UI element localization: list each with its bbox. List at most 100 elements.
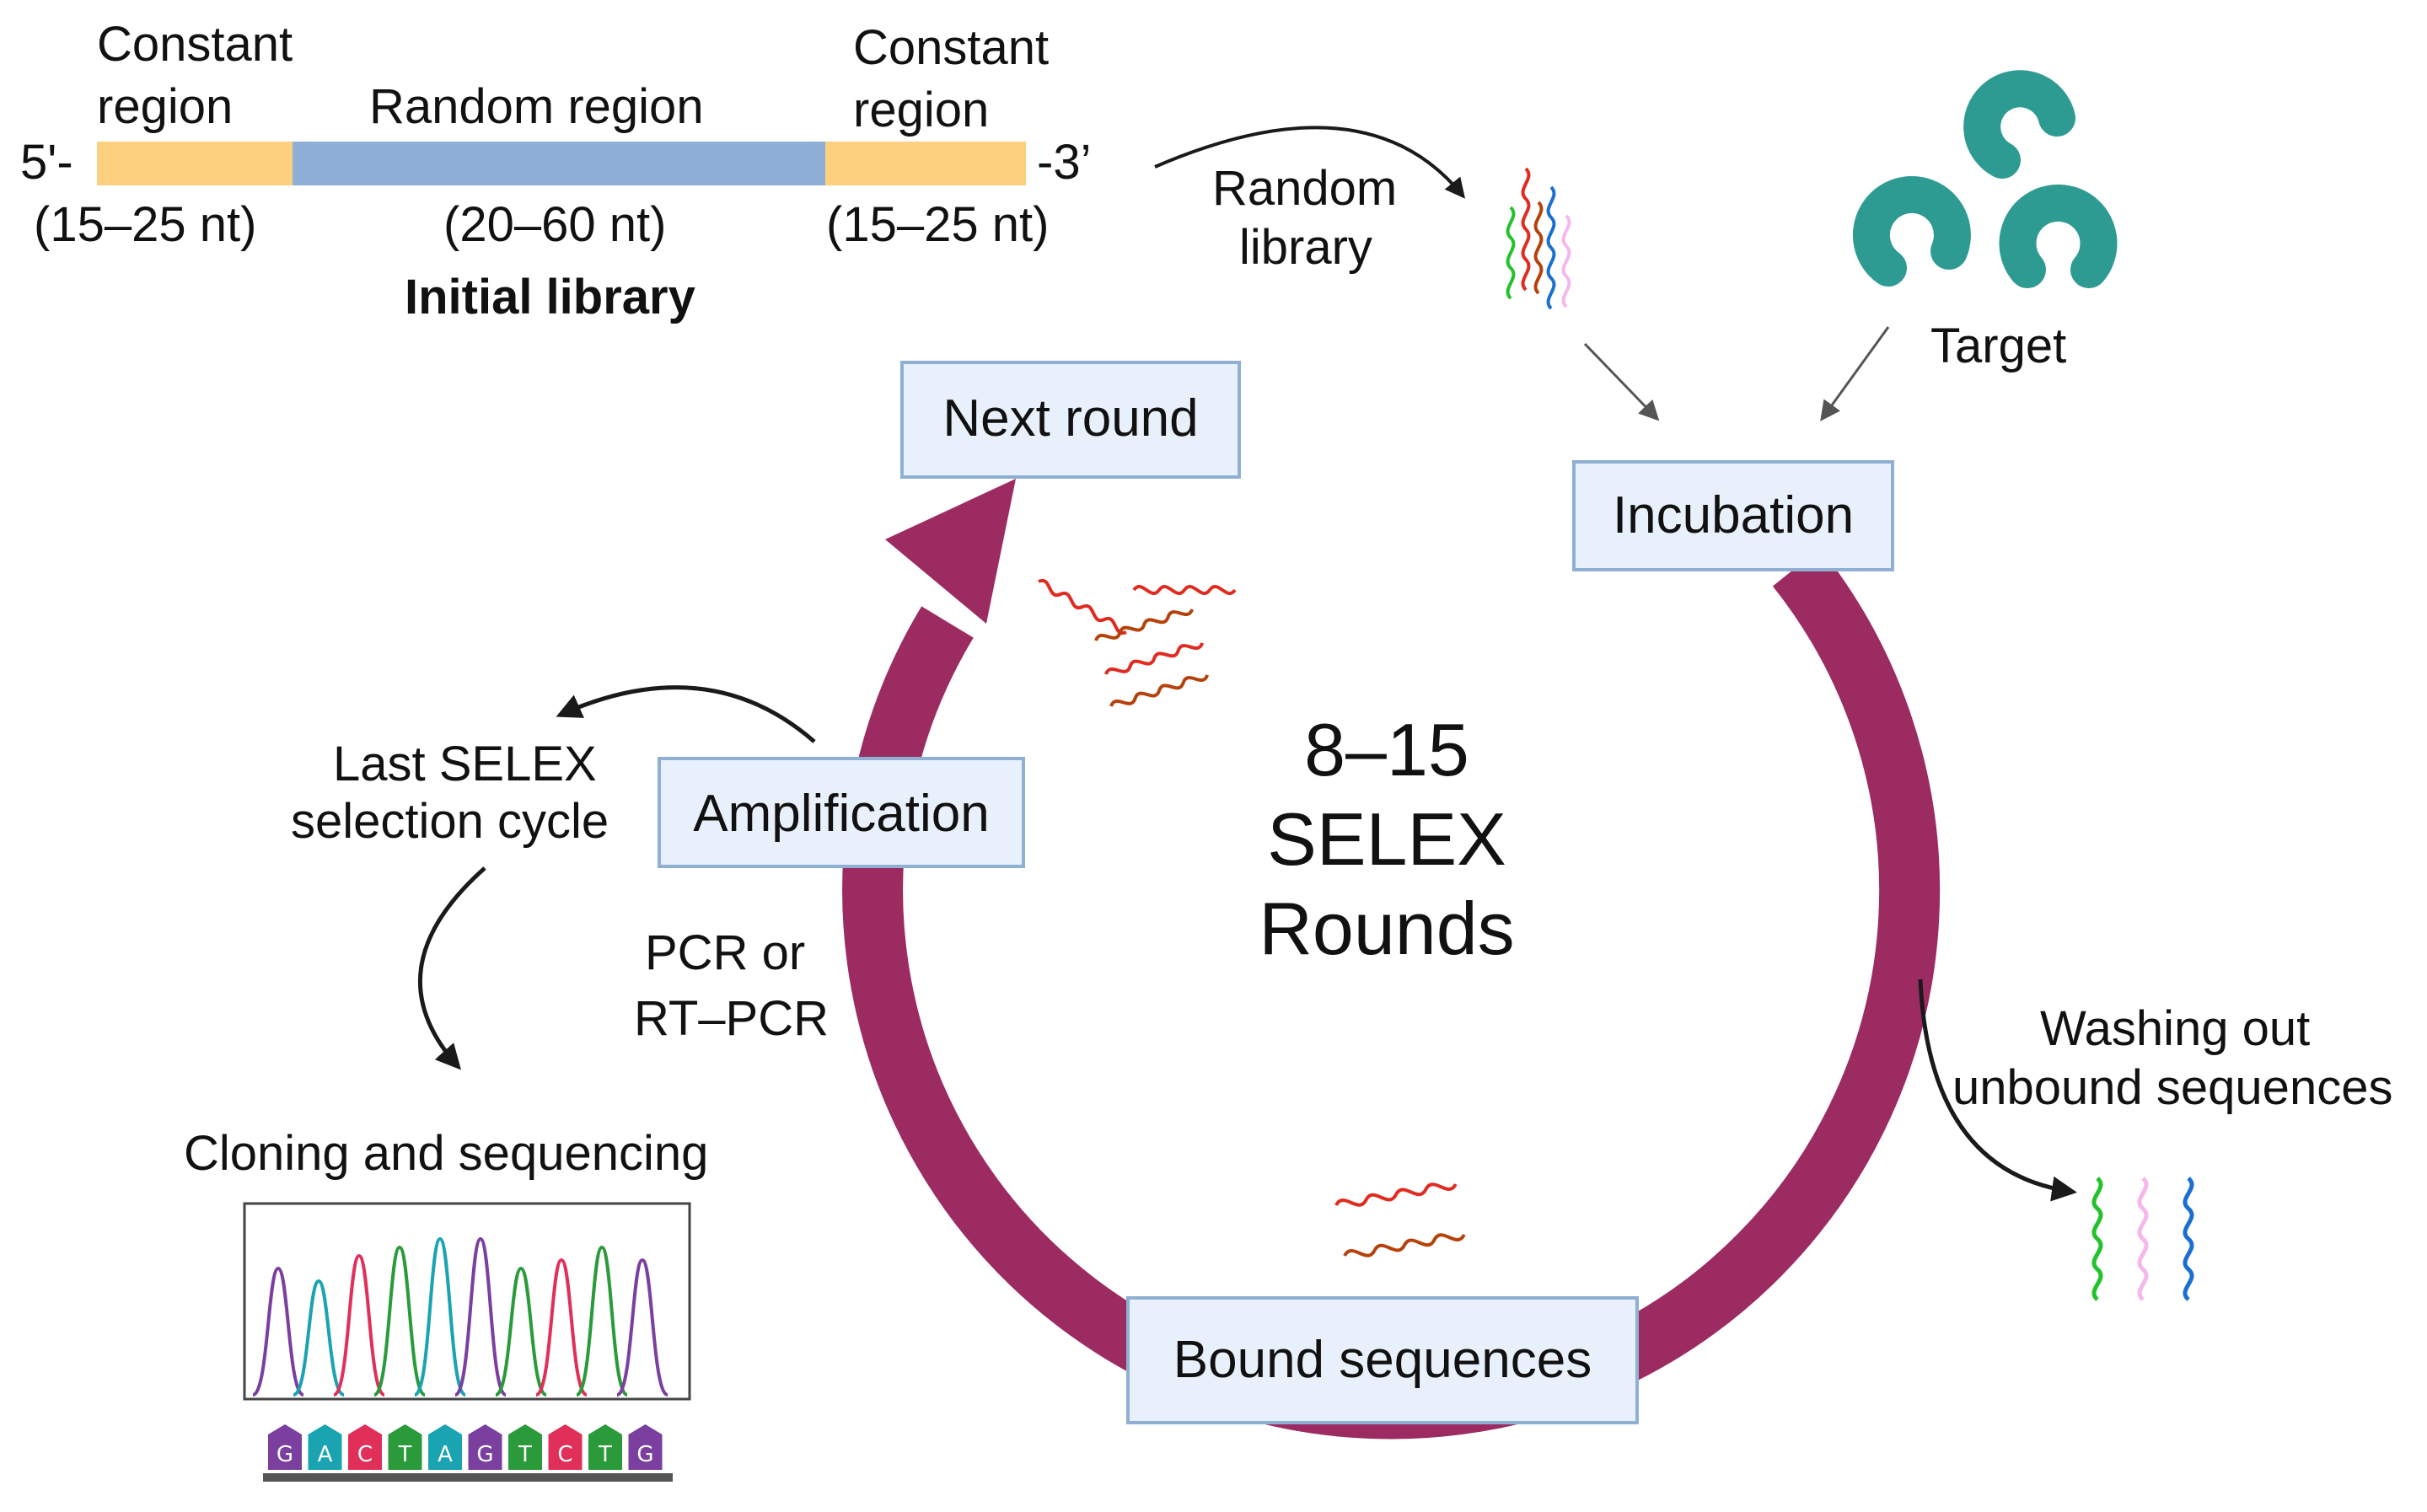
amplified-strand-4 [1104, 642, 1205, 675]
chromatogram-peak-a [293, 1279, 345, 1397]
strand-brown [1533, 201, 1544, 295]
last-cycle-to-cloning-arrow [417, 866, 486, 1070]
bound-strand-red [1334, 1182, 1458, 1207]
bound-sequences-box[interactable]: Bound sequences [1126, 1296, 1639, 1424]
amplified-strand-1 [1038, 578, 1127, 635]
base-tag-c [348, 1424, 382, 1470]
bound-sequences-box-frame [1126, 1296, 1639, 1424]
random-library-label-1: Random [1212, 161, 1397, 216]
amplification-box-frame [658, 757, 1025, 868]
amplified-strands [1038, 578, 1237, 707]
base-letter: A [438, 1442, 453, 1467]
next-round-box-frame [900, 361, 1241, 479]
initial-library: 5'- -3’ Constant region (15–25 nt) Rando… [20, 17, 1091, 324]
base-letter: C [557, 1442, 572, 1467]
target-to-incubation-arrow [1820, 326, 1890, 421]
chromatogram-peak-g [454, 1236, 507, 1397]
chromatogram-peak-c [332, 1253, 386, 1397]
strands-to-incubation-arrow [1583, 342, 1660, 421]
chromatogram-peaks [252, 1236, 669, 1397]
amplified-strand-3 [1094, 609, 1195, 641]
washing-label-1: Washing out [2040, 1001, 2310, 1056]
bound-sequences-label: Bound sequences [1173, 1331, 1592, 1389]
chromatogram-peak-g [252, 1266, 304, 1397]
random-library-strands [1506, 167, 1571, 310]
library-to-random-arrow [1154, 126, 1466, 199]
chromatogram-peak-t [575, 1245, 629, 1397]
target-label: Target [1930, 319, 2066, 373]
sequence-baseline [263, 1473, 673, 1482]
random-region-length: (20–60 nt) [443, 197, 666, 252]
next-round-label: Next round [942, 389, 1198, 448]
target-molecule-top [1963, 70, 2075, 179]
right-constant-title-1: Constant [853, 20, 1049, 75]
base-letter: T [398, 1442, 412, 1467]
last-cycle-label-2: selection cycle [291, 794, 609, 849]
base-letter: A [318, 1442, 333, 1467]
chromatogram-peak-t [373, 1245, 427, 1397]
base-letter: T [518, 1442, 532, 1467]
five-prime-label: 5'- [20, 135, 73, 190]
chromatogram-peak-a [413, 1236, 467, 1397]
strand-blue [1546, 185, 1556, 310]
strand-pink [1561, 214, 1571, 308]
amplification-label: Amplification [693, 785, 989, 843]
unbound-strand-blue [2183, 1177, 2194, 1301]
left-constant-length: (15–25 nt) [34, 197, 256, 252]
strand-green [1506, 206, 1516, 300]
strand-red [1521, 167, 1531, 292]
random-region-title: Random region [369, 79, 704, 134]
incubation-box-frame [1572, 460, 1894, 571]
left-constant-title-2: region [97, 79, 233, 134]
cycle-arrowhead [885, 479, 1016, 624]
random-region-bar [293, 142, 825, 185]
amplified-strand-2 [1132, 585, 1237, 595]
base-tag-g [468, 1424, 502, 1470]
next-round-box[interactable]: Next round [900, 361, 1241, 479]
bound-strands [1334, 1182, 1466, 1257]
base-tag-t [508, 1424, 542, 1470]
right-constant-length: (15–25 nt) [826, 197, 1049, 252]
washing-label-2: unbound sequences [1952, 1060, 2392, 1115]
base-tag-g [268, 1424, 302, 1470]
incubation-label: Incubation [1613, 486, 1854, 544]
pcr-label-2: RT–PCR [634, 991, 829, 1046]
base-letter: G [636, 1442, 653, 1467]
incubation-box[interactable]: Incubation [1572, 460, 1894, 571]
base-tag-c [548, 1424, 583, 1470]
amplification-to-last-cycle-arrow [556, 685, 816, 743]
target-molecule-right [1999, 184, 2118, 288]
target-molecules [1852, 70, 2118, 288]
washing-arrow [1918, 979, 2077, 1202]
base-tag-t [588, 1424, 622, 1470]
initial-library-title: Initial library [405, 270, 695, 324]
bound-strand-brown [1343, 1233, 1466, 1257]
chromatogram-peak-c [534, 1257, 588, 1397]
right-constant-title-2: region [853, 83, 989, 137]
last-cycle-label-1: Last SELEX [333, 737, 597, 791]
unbound-strands [2091, 1177, 2194, 1301]
unbound-strand-pink [2137, 1177, 2149, 1301]
random-library-label-2: library [1239, 220, 1372, 275]
cycle-arc [842, 548, 1941, 1440]
amplified-strand-5 [1109, 674, 1210, 707]
unbound-strand-green [2091, 1177, 2103, 1301]
target-molecule-left [1852, 176, 1971, 287]
center-rounds-line-2: SELEX [1267, 797, 1506, 881]
base-letter: G [277, 1442, 293, 1467]
center-rounds-line-1: 8–15 [1304, 708, 1469, 791]
right-constant-region-bar [825, 142, 1026, 185]
three-prime-label: -3’ [1037, 135, 1091, 190]
base-letter: C [357, 1442, 373, 1467]
pcr-label-1: PCR or [645, 925, 805, 980]
left-constant-region-bar [97, 142, 293, 185]
base-tag-a [428, 1424, 462, 1470]
chromatogram-peak-t [495, 1266, 547, 1397]
base-letter: T [598, 1442, 612, 1467]
chromatogram-frame [243, 1202, 691, 1401]
base-tag-g [628, 1424, 663, 1470]
amplification-box[interactable]: Amplification [658, 757, 1025, 868]
